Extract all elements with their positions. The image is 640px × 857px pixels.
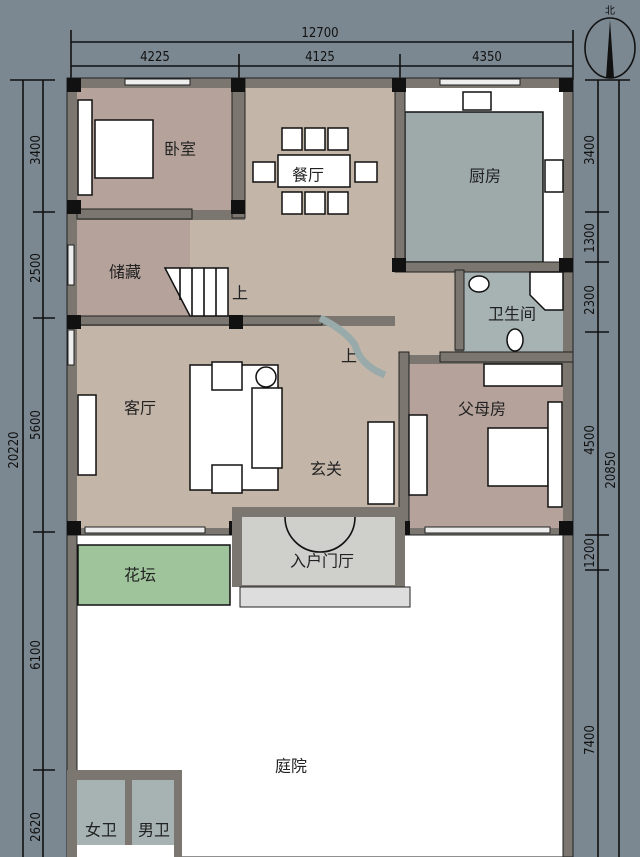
label-dining: 餐厅	[292, 166, 324, 185]
tv-cabinet-icon	[408, 414, 428, 496]
svg-text:北: 北	[605, 5, 615, 17]
label-flower-bed: 花坛	[124, 566, 156, 585]
label-ramp-up: 上	[341, 347, 357, 366]
sofa-set-icon	[189, 361, 283, 494]
window	[84, 526, 206, 534]
entry-door[interactable]	[284, 516, 356, 553]
label-living: 客厅	[124, 399, 156, 418]
dim-top-3: 4350	[472, 50, 502, 65]
wardrobe-icon	[483, 363, 563, 387]
dim-right-6: 7400	[583, 725, 598, 755]
window	[424, 526, 551, 534]
room-entrance-hall	[242, 517, 395, 585]
label-womens-wc: 女卫	[85, 821, 117, 840]
label-stair-up: 上	[232, 284, 248, 303]
label-entrance-hall: 入户门厅	[290, 552, 354, 571]
label-kitchen: 厨房	[469, 167, 501, 186]
dim-left-3: 5600	[29, 410, 44, 440]
sink-icon	[462, 91, 492, 111]
dim-right-total: 20850	[604, 451, 619, 488]
dim-top-1: 4225	[140, 50, 170, 65]
flower-bed	[77, 544, 231, 606]
dining-table-icon	[252, 127, 378, 215]
dim-left-5: 2620	[29, 812, 44, 842]
stairs-icon	[163, 267, 229, 317]
label-courtyard: 庭院	[275, 757, 307, 776]
public-toilets	[67, 770, 182, 857]
dim-top-total: 12700	[301, 26, 338, 41]
washbasin-icon	[468, 275, 490, 293]
top-dimensions: 12700 4225 4125 4350	[70, 26, 574, 80]
right-dimensions: 3400 1300 2300 4500 1200 7400 20850	[583, 79, 630, 857]
label-bedroom: 卧室	[164, 140, 196, 159]
dim-right-1: 3400	[583, 135, 598, 165]
dim-left-1: 3400	[29, 135, 44, 165]
dim-left-total: 20220	[7, 431, 22, 468]
label-foyer: 玄关	[310, 460, 342, 479]
left-dimensions: 3400 2500 5600 6100 2620 20220	[7, 79, 55, 857]
dim-right-3: 2300	[583, 285, 598, 315]
stove-icon	[544, 159, 564, 193]
dim-left-2: 2500	[29, 253, 44, 283]
shower-icon	[529, 271, 564, 311]
toilet-icon	[506, 328, 524, 352]
dim-top-2: 4125	[305, 50, 335, 65]
dim-left-4: 6100	[29, 640, 44, 670]
bed-icon	[487, 401, 563, 508]
tv-cabinet-icon	[77, 394, 97, 476]
label-storage: 储藏	[109, 263, 141, 282]
dim-right-5: 1200	[583, 538, 598, 568]
window	[124, 78, 191, 86]
dim-right-2: 1300	[583, 223, 598, 253]
shoe-cabinet-icon	[367, 421, 395, 505]
bed-icon	[77, 99, 154, 196]
label-mens-wc: 男卫	[138, 821, 170, 840]
north-arrow-icon: 北	[584, 5, 636, 79]
label-parents-room: 父母房	[458, 400, 506, 419]
window	[439, 78, 521, 86]
label-bathroom: 卫生间	[488, 305, 536, 324]
dim-right-4: 4500	[583, 425, 598, 455]
